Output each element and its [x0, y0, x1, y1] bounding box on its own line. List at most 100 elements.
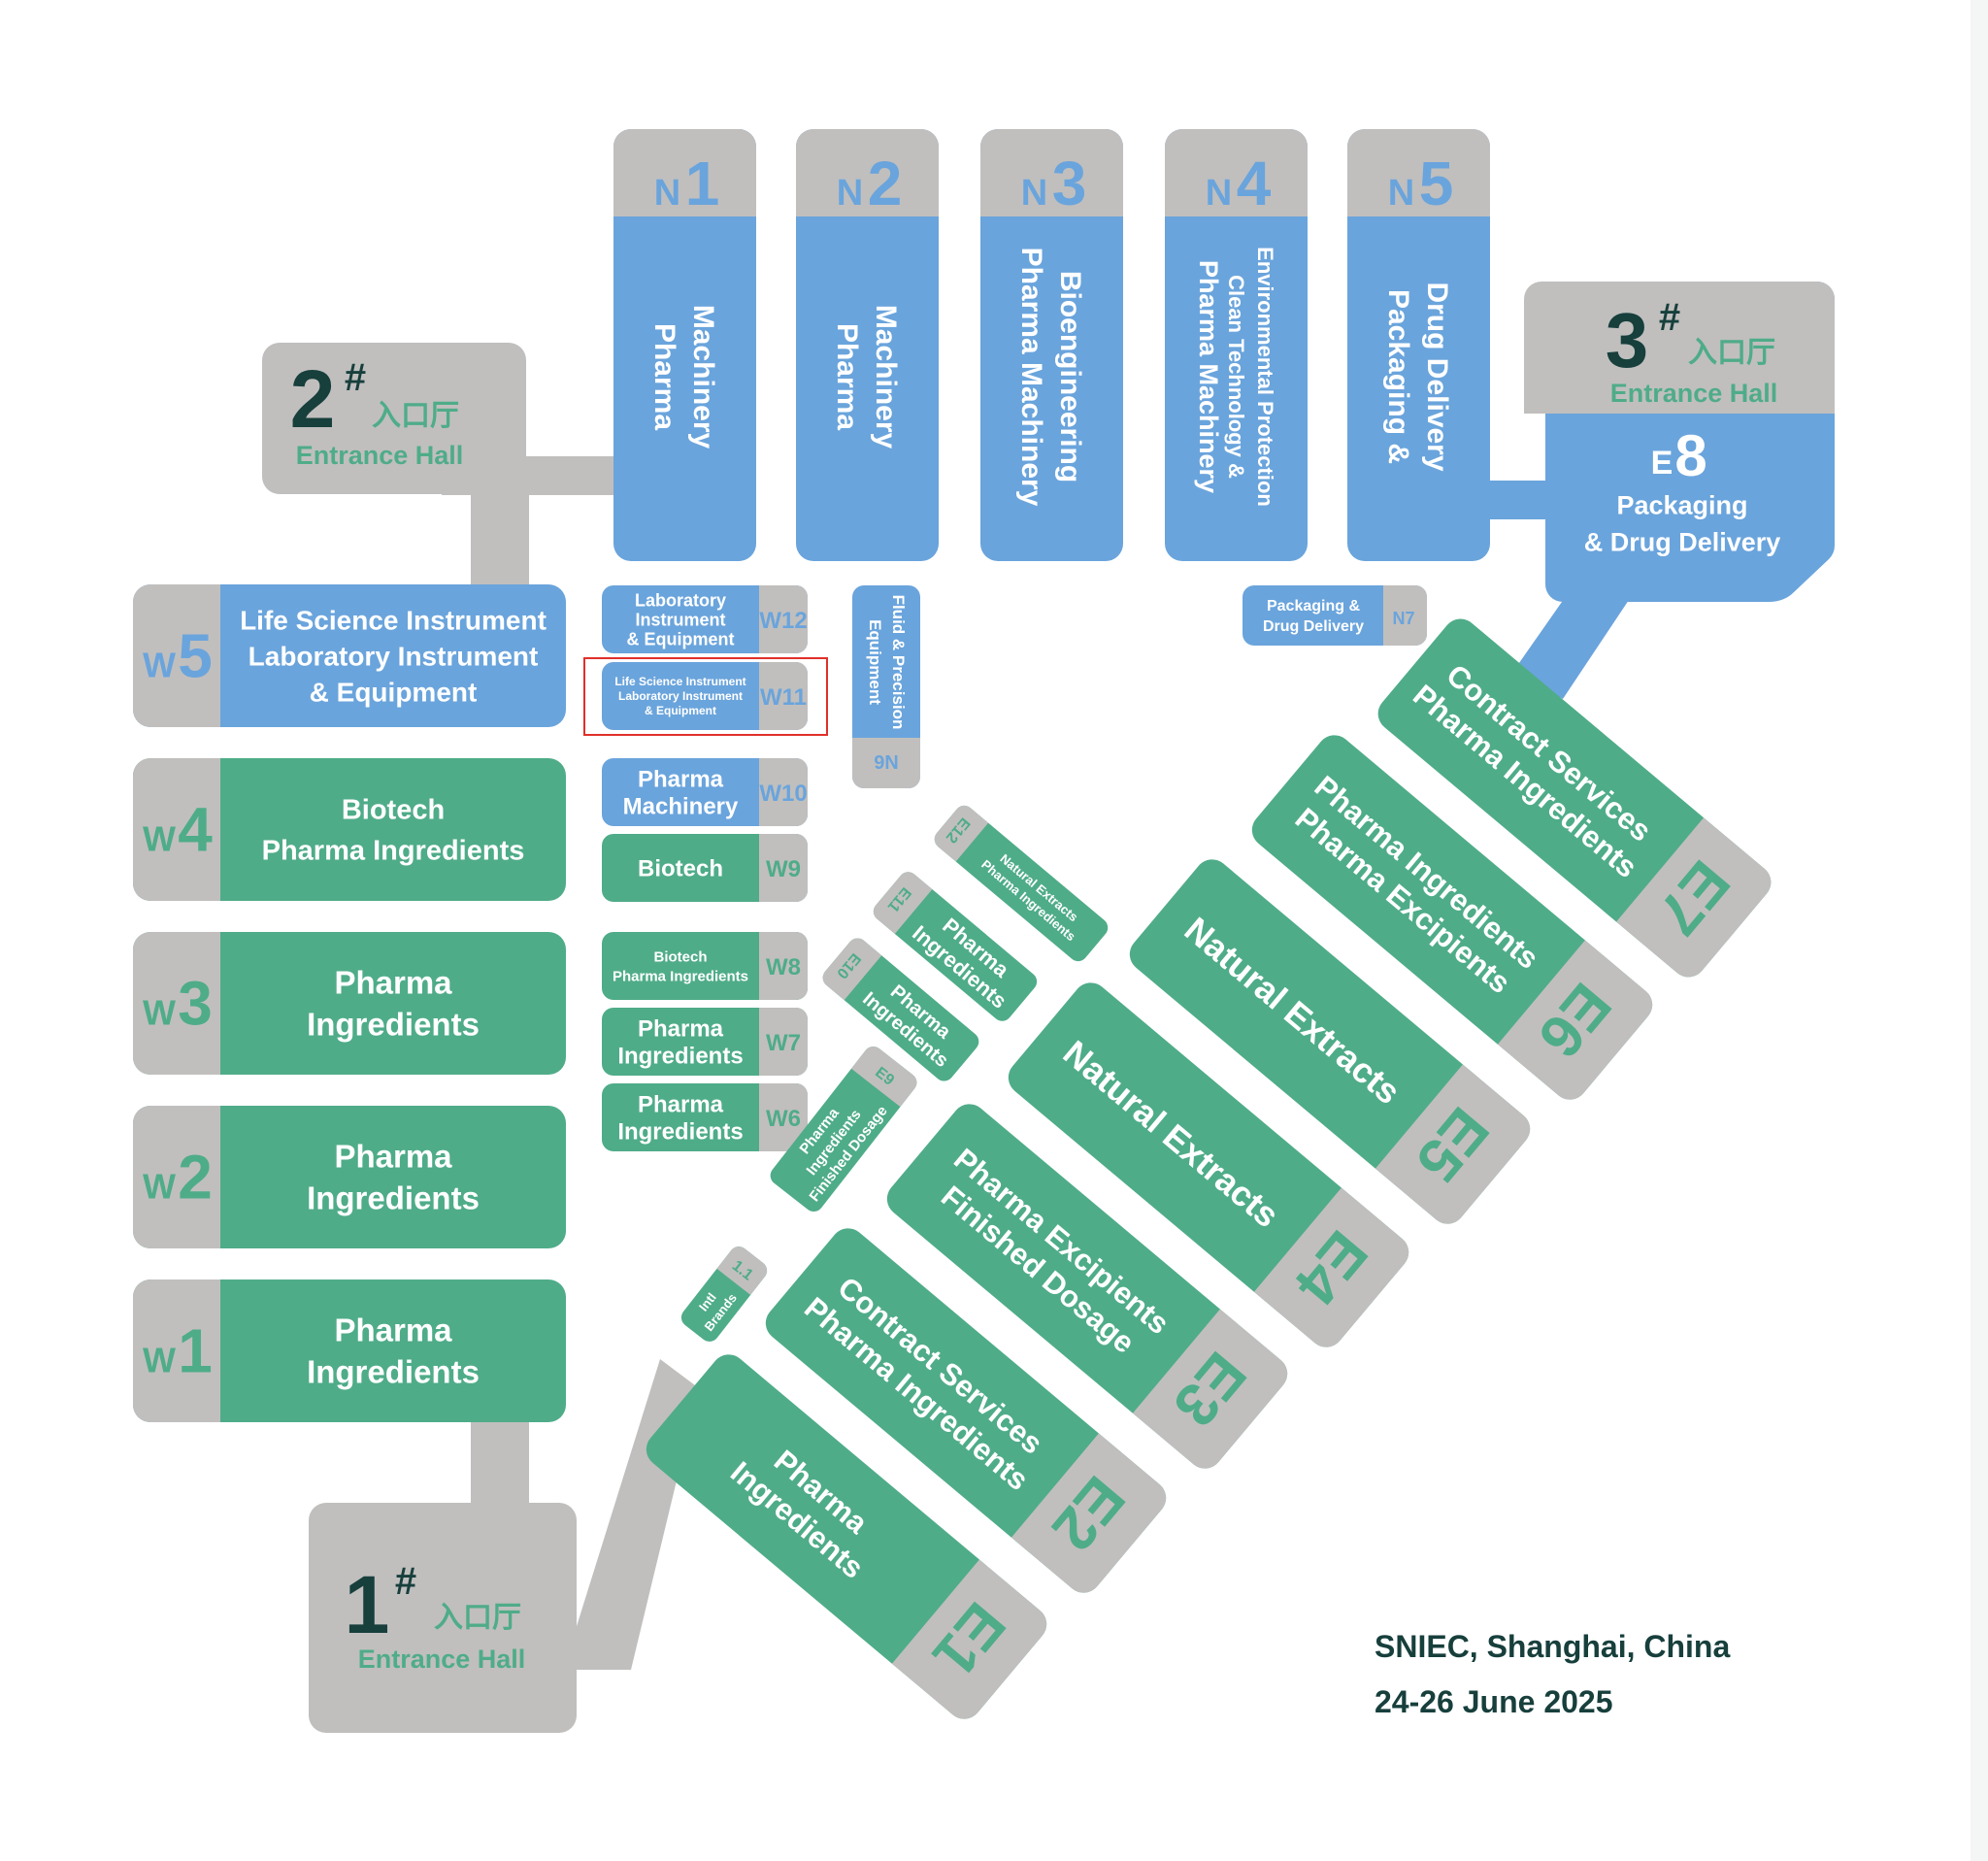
entrance-2-label: Entrance Hall	[296, 441, 464, 470]
highlight-box-w11	[583, 657, 828, 736]
hall-w12-label: Laboratory	[635, 590, 726, 610]
hall-w8[interactable]	[602, 932, 808, 1000]
hall-n5-label-group: Packaging &Drug Delivery	[1382, 282, 1453, 471]
hall-n4-digit: 4	[1237, 149, 1272, 218]
hall-w8-code: W8	[766, 954, 801, 980]
hall-w2-letter: W	[143, 1167, 176, 1207]
hall-n1[interactable]	[613, 129, 756, 561]
hall-e4-header	[1253, 1187, 1409, 1347]
hall-w5-label: Life Science Instrument	[240, 605, 547, 635]
hall-e8-label: Packaging	[1616, 490, 1747, 519]
entrance-1-sup: #	[395, 1560, 416, 1603]
hall-n6-code-group: N6	[874, 750, 899, 772]
hall-n4-label: Environmental Protection	[1253, 247, 1277, 507]
hall-n4-label: Clean Technology &	[1224, 275, 1248, 479]
hall-w2[interactable]	[133, 1106, 566, 1248]
hall-w9-label: Biotech	[638, 855, 723, 881]
entrance-1-chinese: 入口厅	[434, 1601, 521, 1635]
hall-w7-label: Pharma	[638, 1015, 724, 1042]
hall-e12-header	[934, 805, 989, 862]
hall-w8-label: Pharma Ingredients	[613, 968, 748, 984]
hall-w4[interactable]	[133, 758, 566, 901]
hall-w3-header	[133, 932, 220, 1075]
entrance-2-number: 2	[290, 353, 336, 445]
hall-w5[interactable]	[133, 584, 566, 727]
hall-n1-label: Machinery	[687, 305, 719, 449]
hall-e1-header	[891, 1559, 1047, 1719]
hall-n5-label: Packaging &	[1382, 289, 1414, 464]
hall-w10[interactable]	[602, 758, 808, 826]
hall-n7[interactable]	[1242, 585, 1427, 646]
hall-w3-label: Ingredients	[307, 1007, 480, 1043]
event-dates: 24-26 June 2025	[1375, 1684, 1613, 1719]
hall-w6-code: W6	[766, 1106, 801, 1132]
entrance-3-label: Entrance Hall	[1610, 379, 1778, 408]
hall-n5[interactable]	[1347, 129, 1490, 561]
entrance-1-label: Entrance Hall	[358, 1645, 526, 1674]
hall-w5-header	[133, 584, 220, 727]
hall-n3-label: Pharma Machinery	[1015, 248, 1047, 507]
hall-w6-label: Ingredients	[617, 1118, 743, 1145]
hall-w12[interactable]	[602, 585, 808, 653]
hall-w11-header	[759, 662, 808, 730]
hall-w4-digit: 4	[178, 795, 213, 865]
hall-w10-header	[759, 758, 808, 826]
hall-w10-code: W10	[759, 781, 807, 807]
hall-n3-label: Bioengineering	[1054, 271, 1086, 482]
entrance-hall-2	[262, 343, 526, 494]
hall-w3[interactable]	[133, 932, 566, 1075]
hall-n7-header	[1383, 585, 1427, 646]
venue-text: SNIEC, Shanghai, China	[1375, 1629, 1730, 1664]
hall-n3-digit: 3	[1052, 149, 1087, 218]
hall-w9[interactable]	[602, 834, 808, 902]
hall-w3-letter: W	[143, 993, 176, 1033]
hall-n2-letter: N	[837, 173, 863, 214]
hall-n5-label: Drug Delivery	[1421, 282, 1453, 471]
page-edge	[1971, 0, 1988, 1861]
hall-e8-letter: E	[1651, 445, 1673, 482]
hall-n2[interactable]	[796, 129, 939, 561]
hall-w7[interactable]	[602, 1008, 808, 1076]
hall-e10-header	[822, 938, 882, 1001]
hall-e3-header	[1132, 1309, 1288, 1469]
hall-e12[interactable]	[931, 802, 1112, 965]
hall-n5-header	[1347, 129, 1490, 216]
hall-n6-header	[852, 738, 920, 788]
hall-w5-label: Laboratory Instrument	[248, 641, 539, 671]
hall-w2-label: Ingredients	[307, 1180, 480, 1216]
hall-n2-digit: 2	[868, 149, 903, 218]
hall-n3[interactable]	[980, 129, 1123, 561]
hall-w12-label: & Equipment	[627, 629, 735, 648]
hall-n2-label: Pharma	[831, 323, 863, 430]
hall-w3-label: Pharma	[334, 965, 452, 1001]
hall-w1-label: Pharma	[334, 1313, 452, 1348]
hall-n1-header	[613, 129, 756, 216]
hall-w11[interactable]	[602, 662, 808, 730]
hall-e8-digit: 8	[1674, 423, 1706, 488]
hall-n7-label: Packaging &	[1267, 598, 1360, 615]
entrance-3-chinese: 入口厅	[1688, 336, 1775, 370]
hall-e1-1-header	[716, 1246, 768, 1295]
hall-w7-label: Ingredients	[617, 1043, 743, 1069]
hall-w2-header	[133, 1106, 220, 1248]
hall-n6[interactable]	[852, 585, 920, 788]
hall-n2-label: Machinery	[870, 305, 902, 449]
hall-n3-header	[980, 129, 1123, 216]
hall-w12-code: W12	[759, 608, 807, 634]
hall-e8-label: & Drug Delivery	[1584, 527, 1781, 556]
hall-n1-digit: 1	[685, 149, 720, 218]
hall-n4[interactable]	[1165, 129, 1308, 561]
hall-w6[interactable]	[602, 1083, 808, 1151]
hall-w10-label: Pharma	[638, 766, 724, 792]
hall-w10-label: Machinery	[623, 793, 739, 819]
hall-n4-header	[1165, 129, 1308, 216]
hall-w8-label: Biotech	[653, 948, 707, 965]
hall-w1[interactable]	[133, 1279, 566, 1422]
hall-e9-header	[851, 1047, 917, 1108]
hall-n6-code: N6	[874, 750, 899, 772]
hall-n7-code: N7	[1392, 609, 1414, 628]
